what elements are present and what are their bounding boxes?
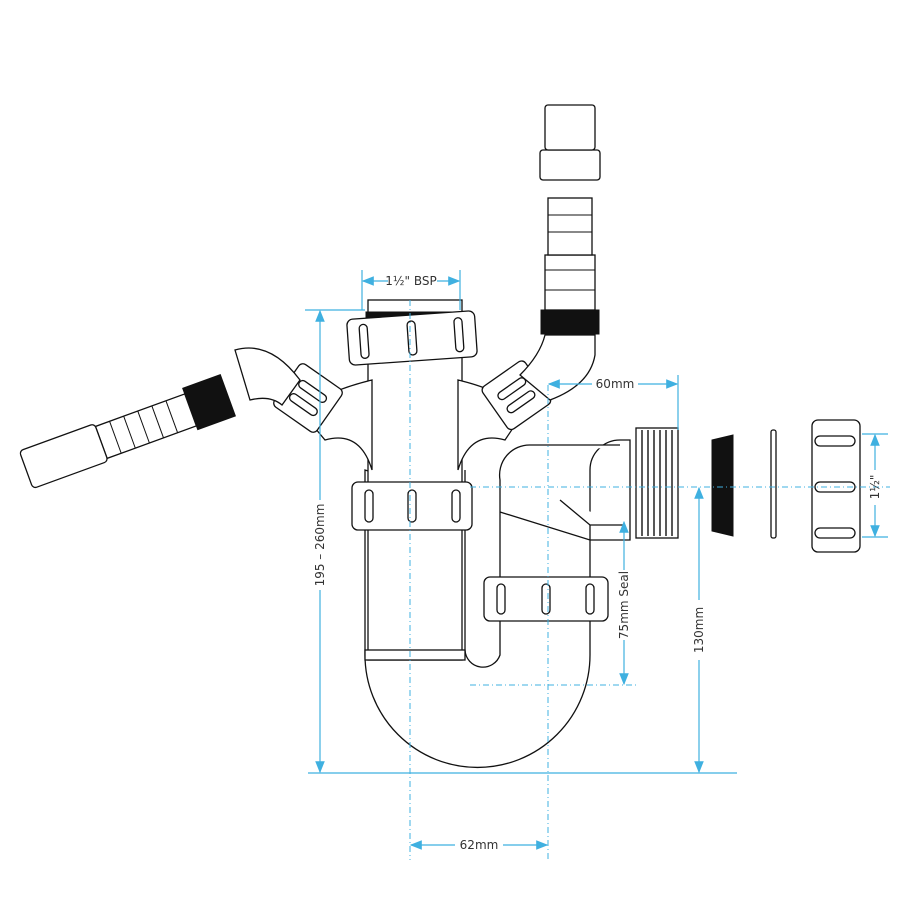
dimension-outlet-height: 130mm xyxy=(692,486,706,774)
outlet-size-label: 1½" xyxy=(868,475,882,500)
height-range-label: 195 – 260mm xyxy=(313,504,327,587)
spigot-offset-label: 60mm xyxy=(596,377,635,391)
dimension-spigot-offset: 60mm xyxy=(547,377,679,391)
dimension-centre-distance: 62mm xyxy=(409,838,549,852)
dimension-inlet-thread: 1½" BSP xyxy=(361,274,461,288)
seal-depth-label: 75mm Seal xyxy=(617,571,631,639)
dimension-outlet-size: 1½" xyxy=(868,433,882,538)
reference-lines xyxy=(305,270,890,860)
trap-body xyxy=(19,104,861,769)
centre-distance-label: 62mm xyxy=(460,838,499,852)
inlet-thread-label: 1½" BSP xyxy=(385,274,436,288)
outlet-height-label: 130mm xyxy=(692,607,706,653)
dimension-seal-depth: 75mm Seal xyxy=(617,520,631,686)
dimension-height-range: 195 – 260mm xyxy=(313,309,327,774)
